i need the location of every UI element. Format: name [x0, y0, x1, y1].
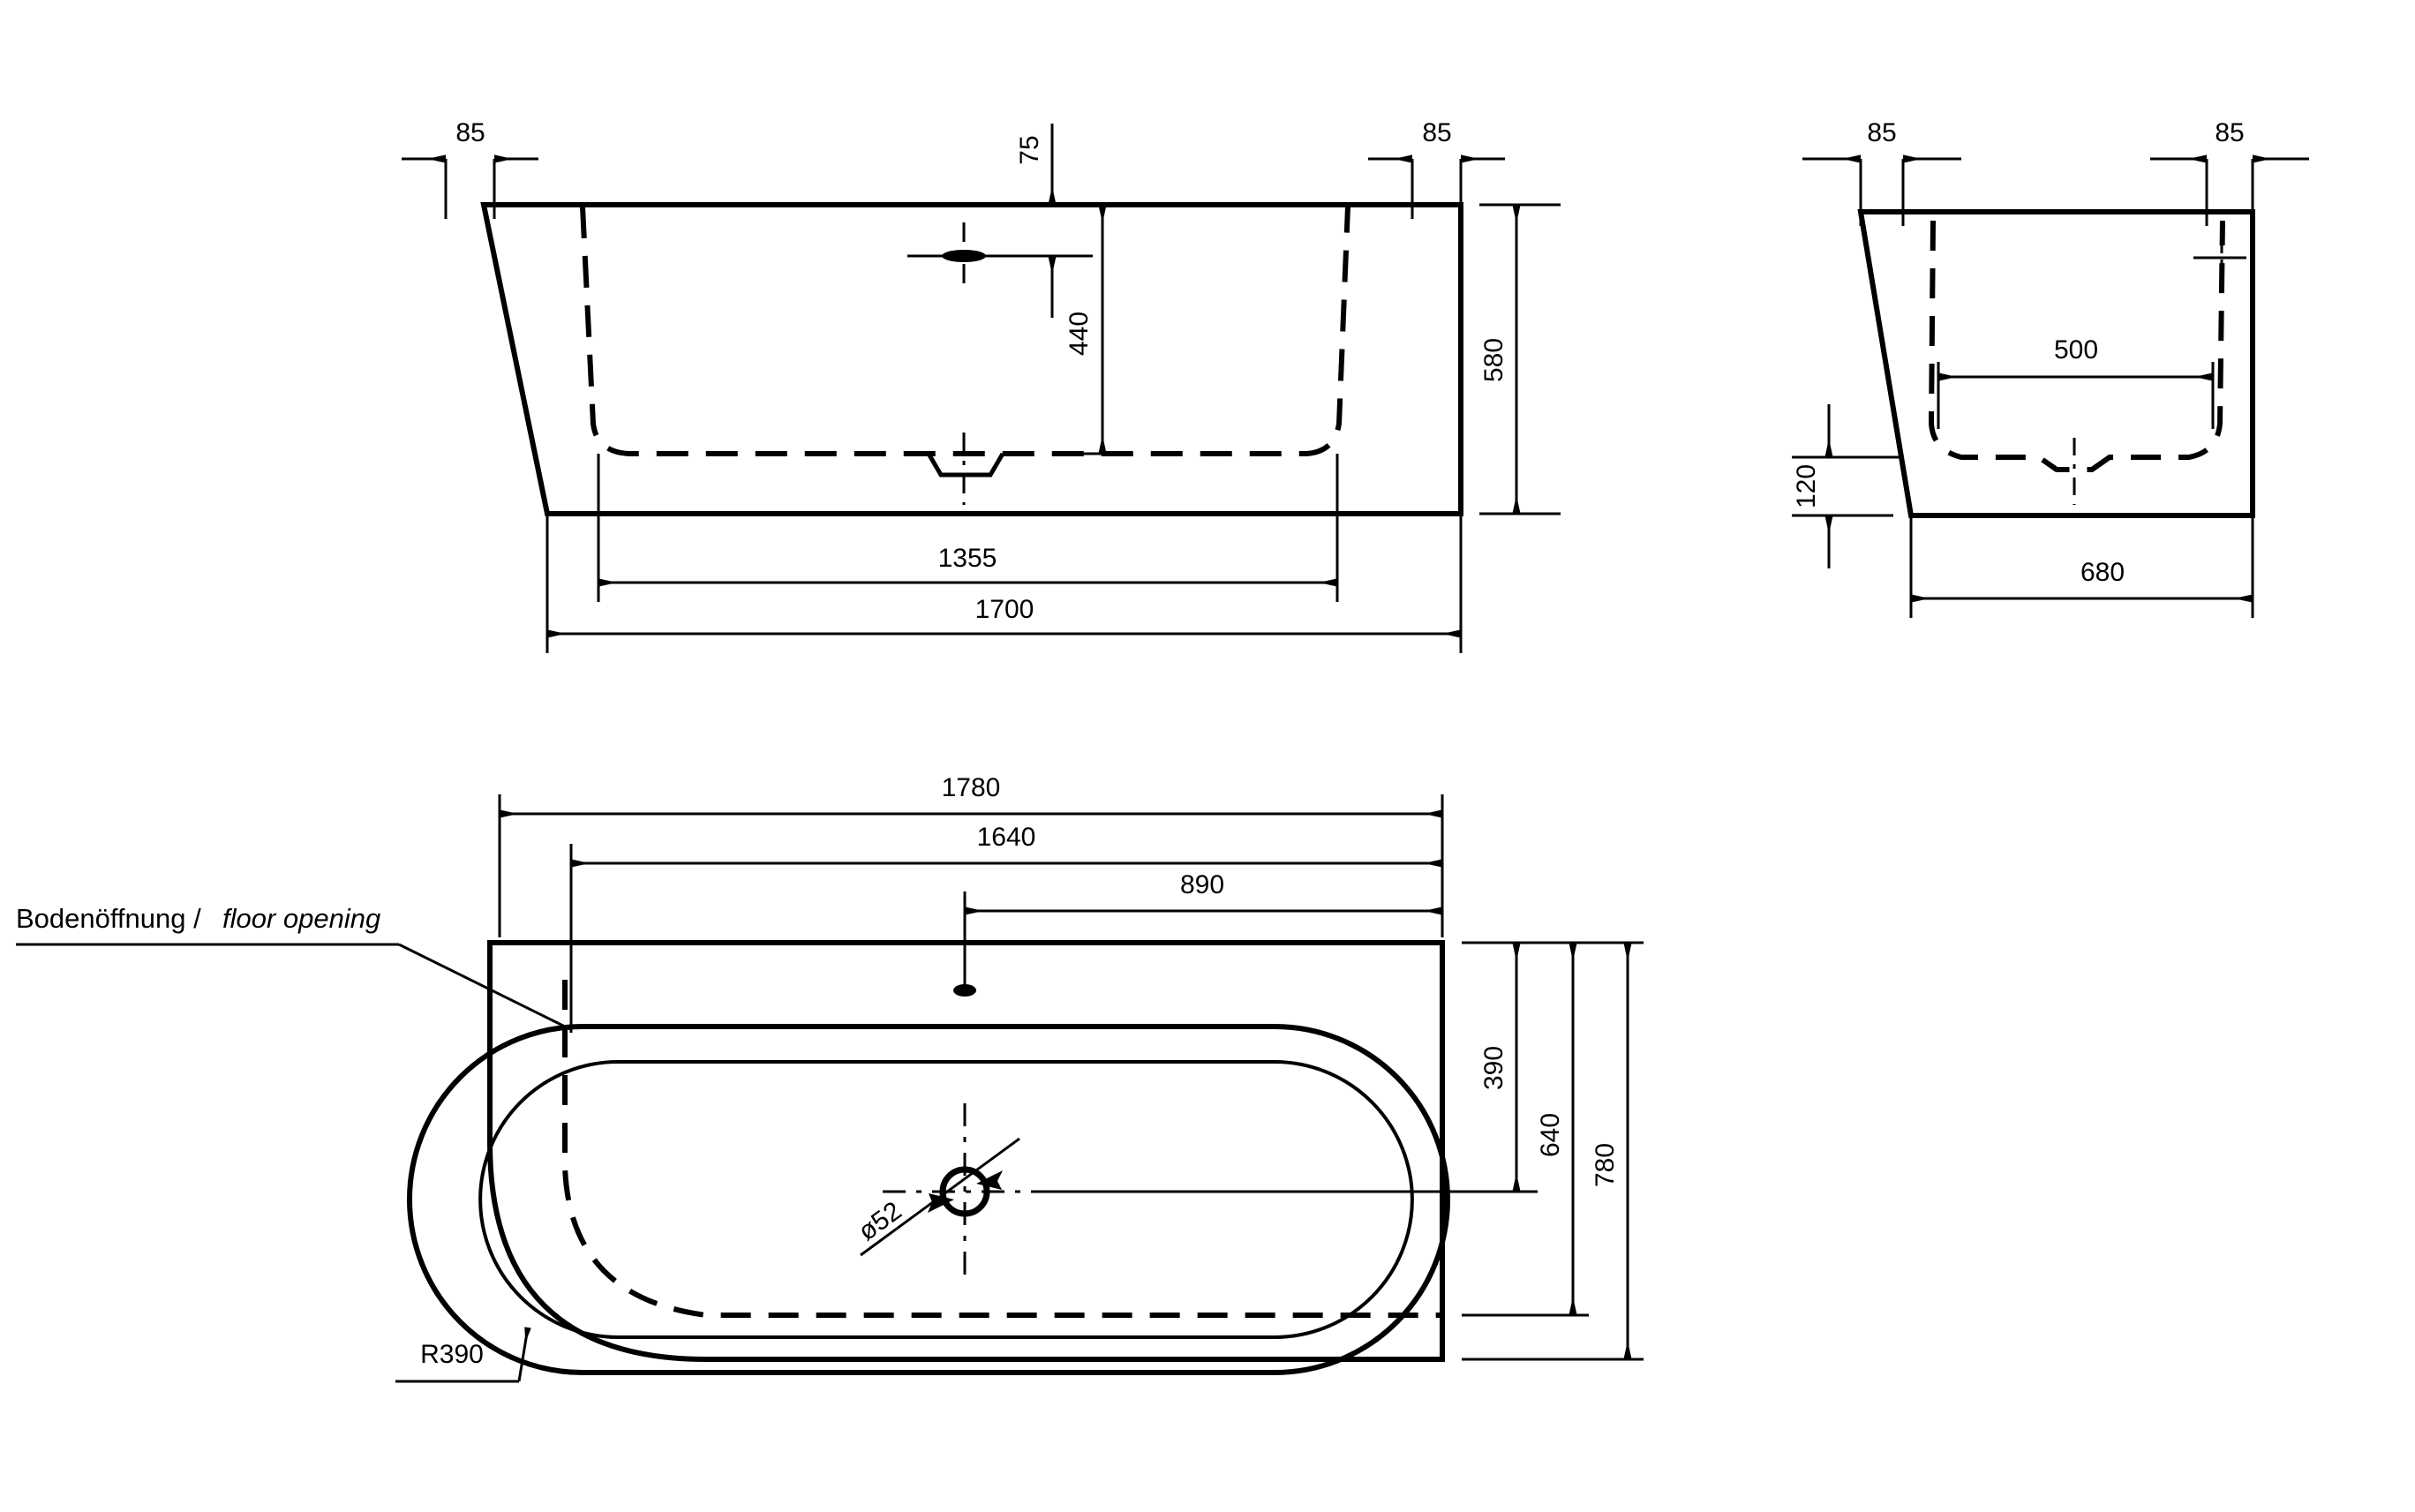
overflow-mark-side [2193, 245, 2246, 272]
plan-drain-diameter-leader: ø52 [853, 1137, 1020, 1257]
side-elevation-view: 85 85 500 120 [1792, 118, 2309, 618]
dim-front-75: 75 [1013, 124, 1093, 318]
dim-front-right-85: 85 [1368, 118, 1505, 219]
dim-label-front-left-85: 85 [455, 118, 485, 147]
dim-side-680: 680 [1909, 515, 2254, 618]
dim-label-plan-390: 390 [1479, 1046, 1508, 1090]
dim-label-plan-1640: 1640 [977, 823, 1036, 852]
floor-opening-callout: Bodenöffnung / floor opening [16, 903, 571, 1031]
dim-label-plan-R390: R390 [420, 1340, 484, 1369]
dim-plan-390: 390 [1462, 941, 1644, 1193]
dim-label-plan-1780: 1780 [942, 773, 1001, 802]
corner-radius-callout: R390 [395, 1327, 531, 1383]
dim-side-120: 120 [1792, 404, 1902, 568]
dim-label-plan-640: 640 [1536, 1113, 1565, 1157]
dim-front-440: 440 [1052, 205, 1123, 455]
dim-plan-640: 640 [1462, 943, 1589, 1317]
side-view-inner-basin-dashed [1928, 220, 2225, 472]
dim-label-front-580: 580 [1479, 338, 1508, 382]
dim-label-plan-890: 890 [1180, 870, 1224, 899]
dim-label-plan-780: 780 [1591, 1143, 1620, 1187]
dim-plan-1640: 1640 [569, 823, 1444, 1033]
plan-basin-floor-dashed [562, 980, 1442, 1318]
dim-label-front-75: 75 [1015, 135, 1044, 164]
dim-label-front-right-85: 85 [1422, 118, 1451, 147]
dim-plan-890: 890 [963, 870, 1444, 989]
dim-side-right-85: 85 [2150, 118, 2309, 226]
dim-label-side-500: 500 [2054, 335, 2098, 365]
plan-basin-outer-rim [407, 1024, 1450, 1375]
dim-label-front-440: 440 [1065, 312, 1094, 356]
plan-view: ø52 1780 1640 890 [16, 773, 1644, 1383]
plan-basin-inner-edge [478, 1060, 1414, 1339]
dim-label-side-680: 680 [2080, 558, 2125, 587]
drain-outlet-front [926, 433, 1005, 505]
dim-plan-1780: 1780 [498, 773, 1444, 937]
dim-front-580: 580 [1479, 203, 1561, 515]
dim-label-side-right-85: 85 [2215, 118, 2244, 147]
dim-front-left-85: 85 [402, 118, 538, 219]
dim-label-plan-diameter-52: ø52 [853, 1196, 907, 1246]
front-view-inner-basin-dashed [580, 206, 1350, 456]
dim-side-500: 500 [1937, 335, 2215, 429]
dim-plan-780: 780 [1462, 943, 1644, 1361]
front-elevation-view: 85 85 75 440 580 [402, 118, 1561, 653]
floor-opening-label-de: Bodenöffnung / [16, 903, 201, 934]
plan-overflow-mark [953, 984, 976, 997]
dim-front-1355: 1355 [597, 454, 1339, 602]
plan-view-outline [487, 940, 1445, 1362]
dim-label-side-120: 120 [1792, 464, 1821, 508]
dim-side-left-85: 85 [1802, 118, 1961, 226]
dim-front-1700: 1700 [545, 514, 1463, 653]
plan-drain-outlet [883, 1103, 1050, 1280]
dim-label-front-1700: 1700 [975, 595, 1034, 624]
dim-label-side-left-85: 85 [1867, 118, 1896, 147]
floor-opening-label-en: floor opening [222, 903, 380, 934]
dim-label-front-1355: 1355 [938, 544, 997, 573]
